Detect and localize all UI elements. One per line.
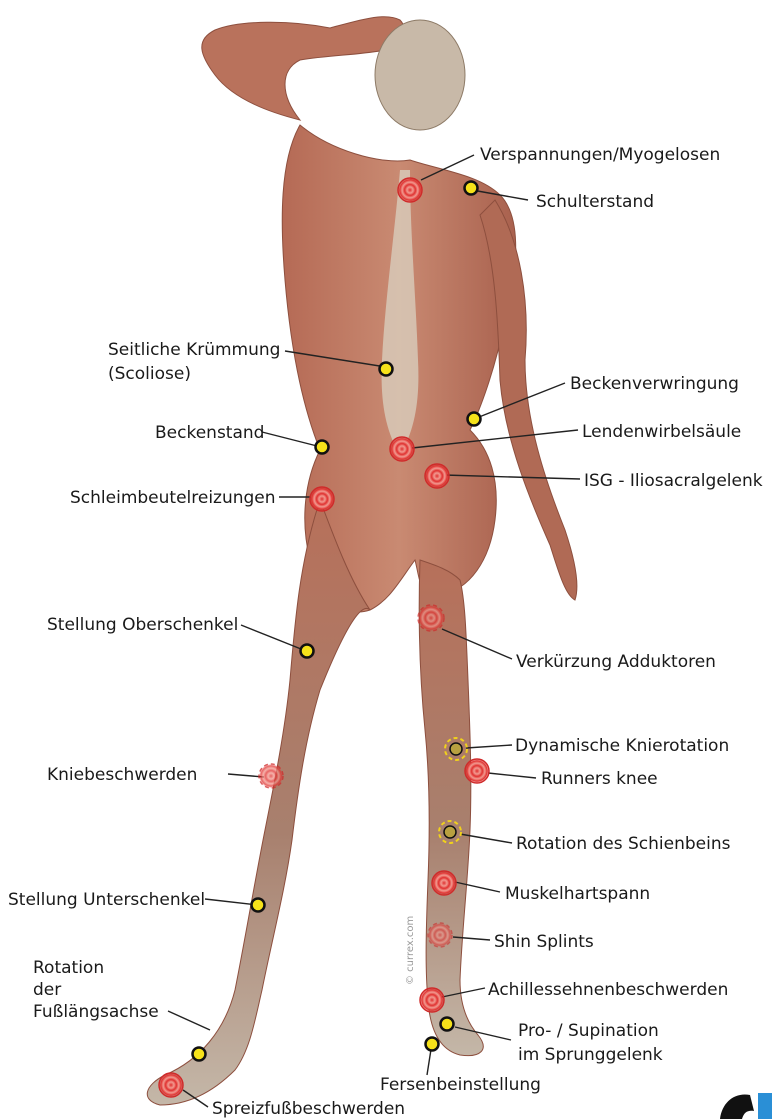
label-beckenstand: Beckenstand: [155, 423, 264, 443]
label-muskelhartspann: Muskelhartspann: [505, 884, 650, 904]
label-lendenwirbelsaeule: Lendenwirbelsäule: [582, 422, 741, 442]
label-kniebeschwerden: Kniebeschwerden: [47, 765, 197, 785]
label-shin-splints: Shin Splints: [494, 932, 594, 952]
marker-beckenstand: [316, 441, 329, 454]
marker-fersenbein: [426, 1038, 439, 1051]
marker-schleimbeutel: [310, 487, 334, 511]
label-beckenverwringung: Beckenverwringung: [570, 374, 739, 394]
label-spreizfuss: Spreizfußbeschwerden: [212, 1099, 405, 1119]
logo-c-shape: [720, 1094, 754, 1119]
marker-fuss: [193, 1048, 206, 1061]
label-scoliose-line1: Seitliche Krümmung: [108, 340, 280, 360]
label-achilles: Achillessehnenbeschwerden: [488, 980, 728, 1000]
hanging-arm: [480, 200, 577, 600]
marker-isg: [425, 464, 449, 488]
label-pronation-line1: Pro- / Supination: [518, 1021, 659, 1041]
marker-scoliose: [380, 363, 393, 376]
label-schleimbeutel: Schleimbeutelreizungen: [70, 488, 276, 508]
marker-oberschenkel: [301, 645, 314, 658]
marker-unterschenkel: [252, 899, 265, 912]
logo-blue-bar: [758, 1093, 772, 1119]
label-fersenbein: Fersenbeinstellung: [380, 1075, 541, 1095]
label-fuss-line2: der: [33, 980, 61, 1000]
left-leg: [147, 500, 370, 1105]
marker-shin-splints: [428, 923, 452, 947]
marker-runners-knee: [465, 759, 489, 783]
marker-adduktoren: [418, 605, 444, 631]
marker-pronation: [441, 1018, 454, 1031]
label-scoliose-line2: (Scoliose): [108, 364, 191, 384]
label-oberschenkel: Stellung Oberschenkel: [47, 615, 238, 635]
label-runners-knee: Runners knee: [541, 769, 658, 789]
marker-lendenwirbelsaeule: [390, 437, 414, 461]
marker-muskelhartspann: [432, 871, 456, 895]
label-verspannungen: Verspannungen/Myogelosen: [480, 145, 720, 165]
watermark: © currex.com: [405, 916, 416, 985]
right-leg: [419, 560, 483, 1056]
marker-achilles: [420, 988, 444, 1012]
label-schienbein: Rotation des Schienbeins: [516, 834, 731, 854]
label-fuss-line1: Rotation: [33, 958, 104, 978]
marker-verspannungen: [398, 178, 422, 202]
marker-schulterstand: [465, 182, 478, 195]
label-adduktoren: Verkürzung Adduktoren: [516, 652, 716, 672]
raised-arm: [202, 17, 404, 120]
label-schulterstand: Schulterstand: [536, 192, 654, 212]
head: [375, 20, 465, 130]
brand-logo: [720, 1093, 772, 1119]
marker-spreizfuss: [159, 1073, 183, 1097]
label-pronation-line2: im Sprunggelenk: [518, 1045, 663, 1065]
marker-beckenverwringung: [468, 413, 481, 426]
label-isg: ISG - Iliosacralgelenk: [584, 471, 763, 491]
label-fuss-line3: Fußlängsachse: [33, 1002, 159, 1022]
marker-kniebeschwerden: [259, 764, 283, 788]
label-knierotation: Dynamische Knierotation: [515, 736, 729, 756]
label-unterschenkel: Stellung Unterschenkel: [8, 890, 205, 910]
